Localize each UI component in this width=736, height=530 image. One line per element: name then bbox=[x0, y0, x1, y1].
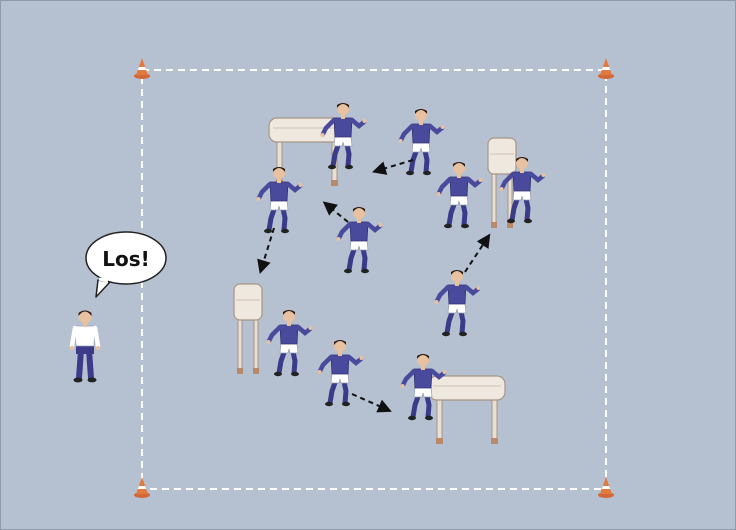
coach-speech-text: Los! bbox=[102, 247, 150, 271]
